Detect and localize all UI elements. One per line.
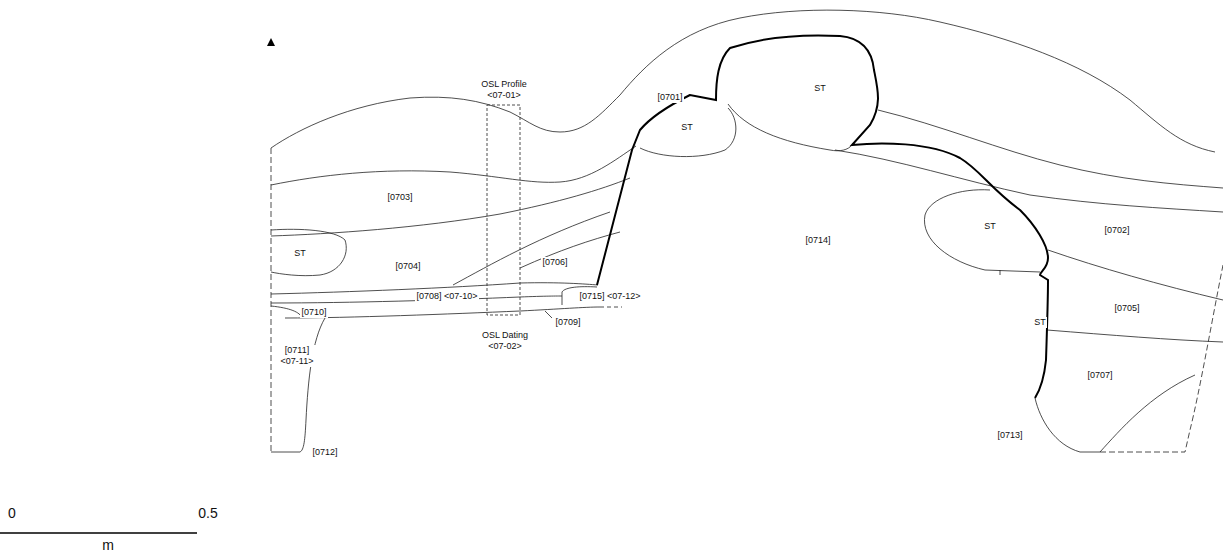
layer-number: [0715] <07-12> — [578, 291, 641, 302]
layer-number: [0705] — [1113, 303, 1140, 314]
scale-value: 0 — [7, 505, 17, 521]
stone-label: ST — [1033, 317, 1047, 328]
layer-boundary — [520, 232, 620, 268]
layer-number: [0713] — [996, 430, 1023, 441]
sample-label: OSL Profile <07-01> — [477, 79, 531, 101]
layer-number: [0712] — [311, 447, 338, 458]
scale-value: 0.5 — [197, 505, 218, 521]
scale-unit: m — [101, 537, 115, 553]
ground-surface — [271, 10, 1215, 152]
layer-number: [0702] — [1103, 225, 1130, 236]
layer-number: [0714] — [804, 235, 831, 246]
layer-number: [0701] — [656, 92, 683, 103]
cut-outline — [1035, 375, 1195, 452]
stone-label: ST — [813, 83, 827, 94]
layer-number: [0710] — [300, 307, 327, 318]
layer-boundary — [1048, 250, 1223, 300]
scale-bar — [0, 532, 197, 534]
leader-line — [545, 311, 552, 318]
cut-outline — [271, 318, 325, 452]
layer-boundary — [285, 307, 600, 318]
layer-boundary — [271, 146, 636, 185]
layer-number: [0704] — [394, 261, 421, 272]
layer-number: [0708] <07-10> — [415, 291, 478, 302]
layer-number: [0703] — [386, 192, 413, 203]
layer-boundary — [271, 306, 302, 318]
stone-outline — [728, 104, 852, 151]
stone-label: ST — [293, 248, 307, 259]
layer-boundary — [835, 150, 1223, 212]
section-edge — [271, 148, 272, 452]
sample-column — [487, 105, 520, 315]
layer-boundary — [1047, 330, 1223, 342]
layer-number: [0706] — [541, 257, 568, 268]
stone-outline — [924, 190, 1040, 272]
datum-marker — [267, 38, 275, 46]
stone-label: ST — [680, 122, 694, 133]
section-edge — [600, 307, 622, 308]
stone-outline — [271, 229, 346, 275]
section-edge — [1100, 452, 1185, 453]
layer-number: [0709] — [554, 317, 581, 328]
stone-outline — [1000, 270, 1001, 275]
layer-number: [0707] — [1086, 370, 1113, 381]
cut-edge — [597, 36, 1048, 399]
layer-boundary — [453, 212, 610, 285]
sample-label: OSL Dating <07-02> — [478, 330, 532, 352]
section-edge — [1185, 265, 1223, 452]
layer-boundary — [271, 178, 630, 236]
layer-number: [0711] <07-11> — [278, 345, 316, 367]
stone-label: ST — [983, 221, 997, 232]
layer-boundary — [878, 110, 1223, 188]
